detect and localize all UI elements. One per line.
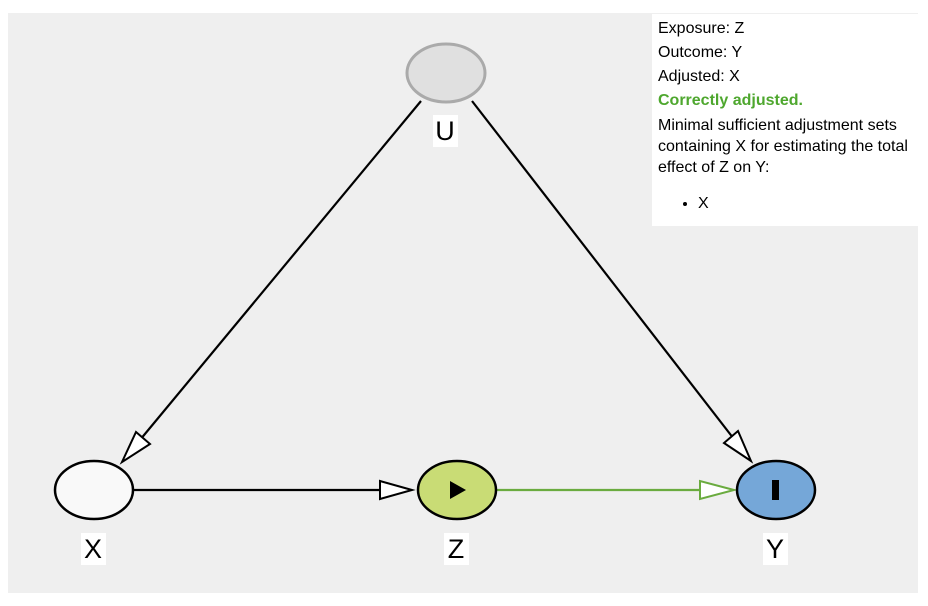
edges-layer	[119, 100, 754, 501]
node-y-label: Y	[766, 534, 784, 564]
edge-x-z[interactable]	[133, 479, 416, 501]
edge-u-y-line	[471, 100, 745, 453]
edge-x-z-arrowhead	[379, 479, 416, 501]
edge-u-y[interactable]	[471, 100, 754, 464]
node-u-label-bg	[433, 115, 458, 147]
edge-z-y-arrowhead	[699, 479, 738, 501]
exposure-text: Exposure: Z	[658, 20, 745, 37]
adjustment-set-list: X	[658, 192, 912, 216]
node-u-label: U	[435, 116, 455, 146]
edge-u-x[interactable]	[119, 100, 422, 465]
adjustment-description: Minimal sufficient adjustment sets conta…	[658, 117, 908, 176]
node-x-label-bg	[81, 533, 106, 565]
bar-icon	[772, 480, 779, 500]
edge-z-y[interactable]	[497, 479, 738, 501]
node-x-label: X	[84, 534, 102, 564]
outcome-text: Outcome: Y	[658, 44, 743, 61]
node-z-label: Z	[448, 534, 465, 564]
node-z[interactable]: Z	[416, 459, 498, 565]
adjustment-status: Correctly adjusted.	[658, 92, 803, 109]
node-u[interactable]: U	[405, 42, 487, 147]
node-x-shape	[53, 459, 135, 521]
play-icon	[450, 481, 466, 499]
nodes-layer: U X Z Y	[53, 42, 817, 565]
node-u-shape	[405, 42, 487, 104]
edge-u-x-arrowhead	[119, 430, 152, 465]
node-y[interactable]: Y	[735, 459, 817, 565]
adjustment-set-item: X	[698, 192, 912, 216]
info-panel: Exposure: Z Outcome: Y Adjusted: X Corre…	[652, 14, 918, 226]
adjusted-text: Adjusted: X	[658, 68, 740, 85]
node-x[interactable]: X	[53, 459, 135, 565]
edge-u-x-line	[129, 100, 422, 453]
node-z-label-bg	[444, 533, 469, 565]
node-y-label-bg	[763, 533, 788, 565]
edge-u-y-arrowhead	[722, 429, 754, 464]
